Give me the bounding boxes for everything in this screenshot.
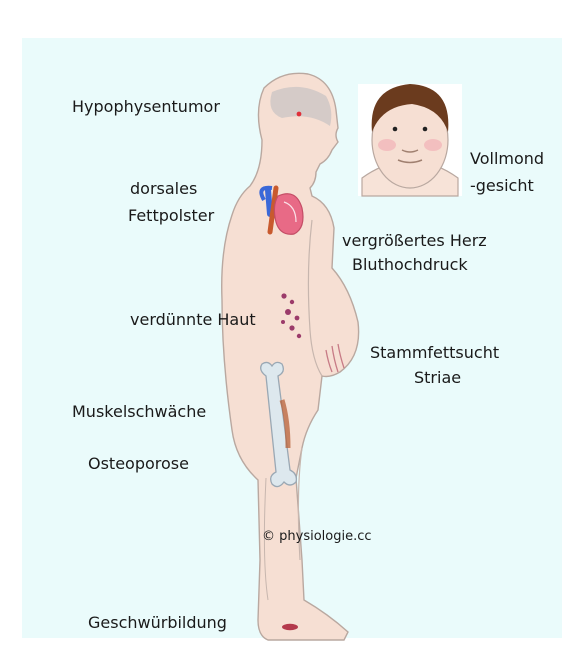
label-dorsal-fat-line1: dorsales [130,178,197,199]
label-hypertension: Bluthochdruck [352,254,468,275]
label-muscle-weakness: Muskelschwäche [72,401,206,422]
label-dorsal-fat-line2: Fettpolster [128,205,214,226]
label-thin-skin: verdünnte Haut [130,309,256,330]
label-moon-face-line1: Vollmond [470,148,544,169]
label-moon-face-line2: -gesicht [470,175,534,196]
label-truncal-obesity: Stammfettsucht [370,342,499,363]
label-striae: Striae [414,367,461,388]
label-ulceration: Geschwürbildung [88,612,227,633]
label-osteoporosis: Osteoporose [88,453,189,474]
moon-face-inset [358,84,462,196]
body-silhouette [222,73,359,640]
label-enlarged-heart: vergrößertes Herz [342,230,487,251]
ulcer-mark [282,624,298,630]
label-pituitary-tumor: Hypophysentumor [72,96,220,117]
copyright-notice: © physiologie.cc [262,526,372,547]
